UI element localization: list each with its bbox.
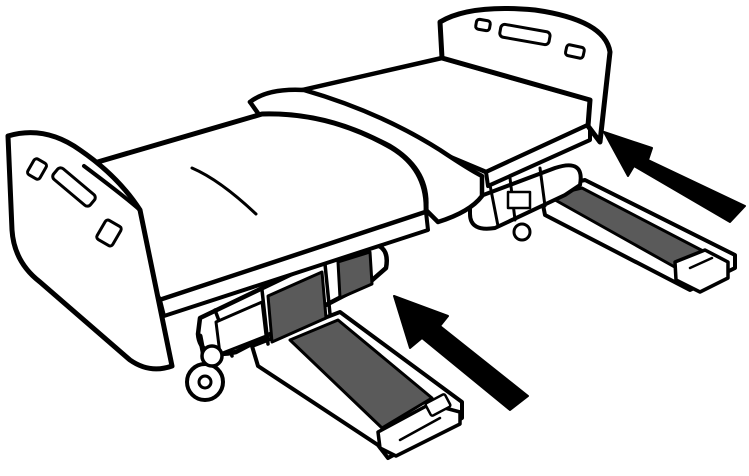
bed-diagram-svg <box>0 0 749 476</box>
bed-illustration <box>0 0 749 476</box>
